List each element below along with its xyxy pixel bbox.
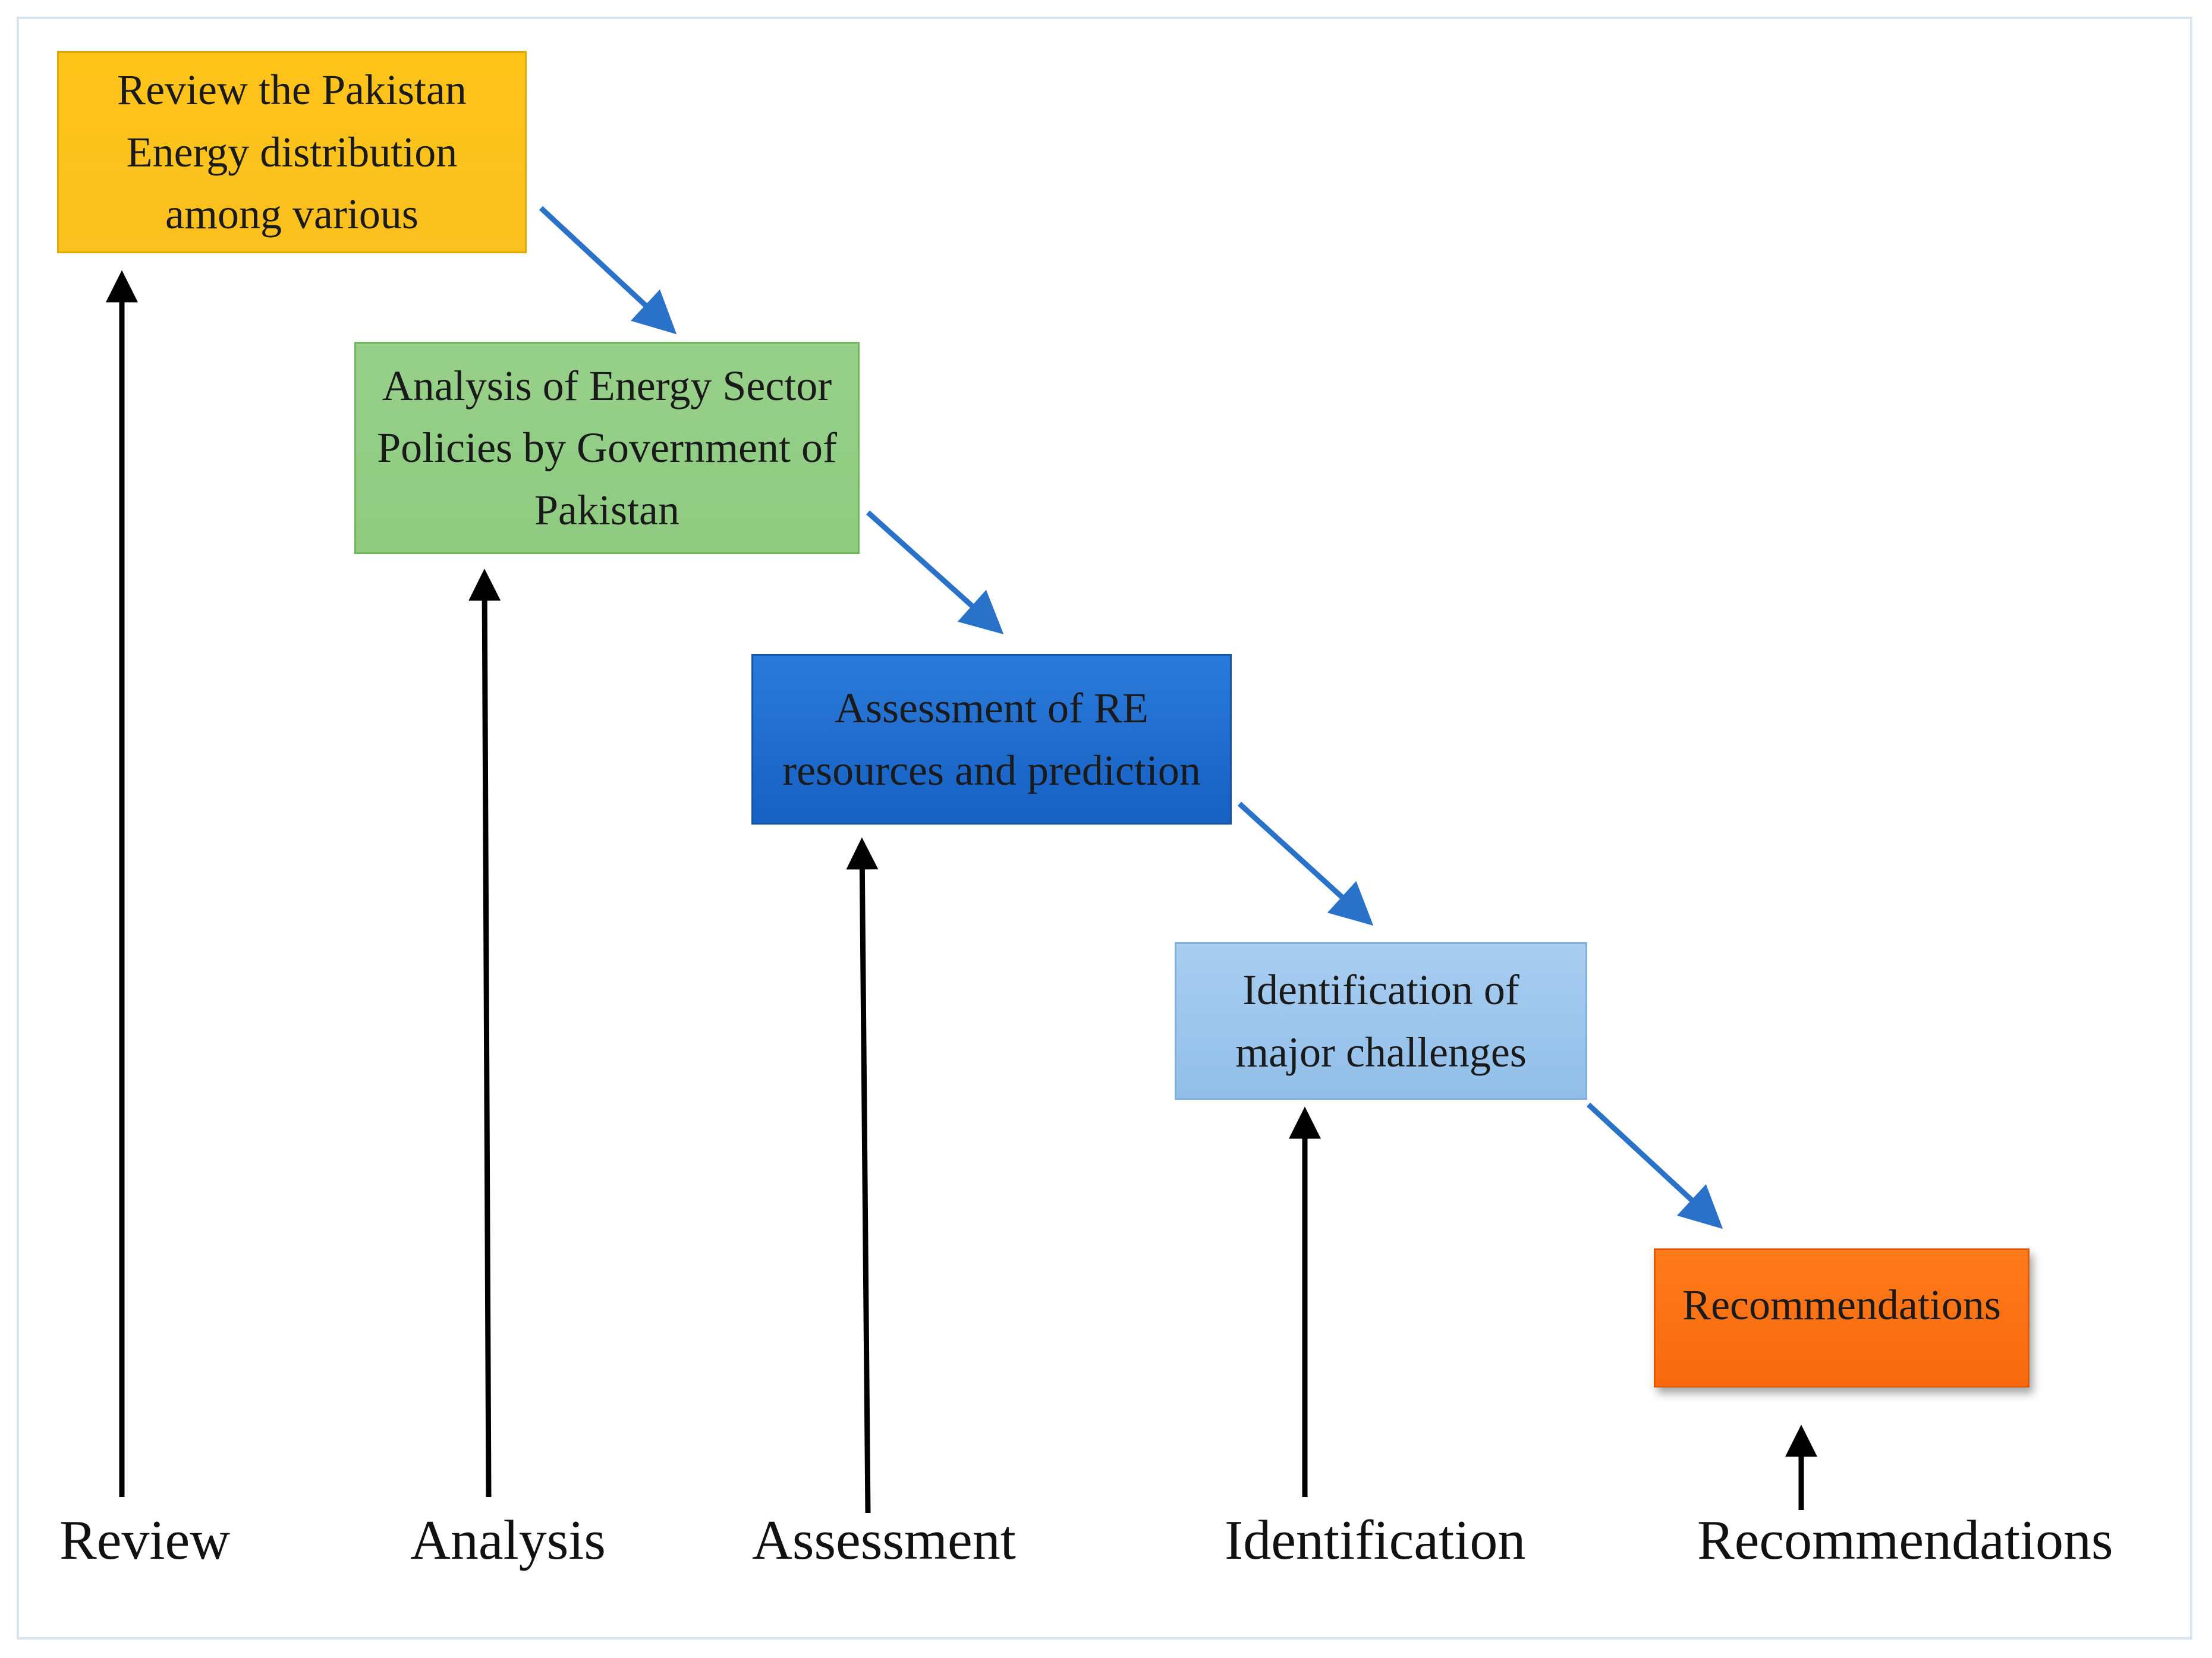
stage-label-identification: Identification — [1225, 1509, 1526, 1571]
flow-arrow-identification-to-recommendations — [1586, 1102, 1723, 1229]
stage-arrow-assessment — [846, 837, 879, 1514]
stage-label-recommendations: Recommendations — [1697, 1509, 2113, 1571]
step-box-review: Review the Pakistan Energy distribution … — [57, 51, 527, 253]
stage-label-assessment: Assessment — [752, 1509, 1016, 1571]
step-text-identification: Identification of major challenges — [1235, 966, 1527, 1076]
step-box-recommendations: Recommendations — [1654, 1248, 2029, 1388]
step-text-recommendations: Recommendations — [1682, 1281, 2001, 1329]
flow-arrow-analysis-to-assessment — [866, 510, 1004, 635]
step-text-review: Review the Pakistan Energy distribution … — [117, 66, 467, 238]
stage-label-review: Review — [59, 1509, 231, 1571]
step-box-analysis: Analysis of Energy Sector Policies by Go… — [354, 342, 860, 554]
step-box-identification: Identification of major challenges — [1175, 942, 1587, 1100]
stage-label-analysis: Analysis — [410, 1509, 606, 1571]
stage-arrow-analysis — [468, 568, 501, 1497]
step-text-assessment: Assessment of RE resources and predictio… — [782, 684, 1201, 794]
flow-arrow-review-to-analysis — [539, 206, 677, 335]
step-text-analysis: Analysis of Energy Sector Policies by Go… — [377, 361, 837, 534]
flow-arrow-assessment-to-identification — [1237, 801, 1374, 926]
step-box-assessment: Assessment of RE resources and predictio… — [751, 654, 1232, 825]
